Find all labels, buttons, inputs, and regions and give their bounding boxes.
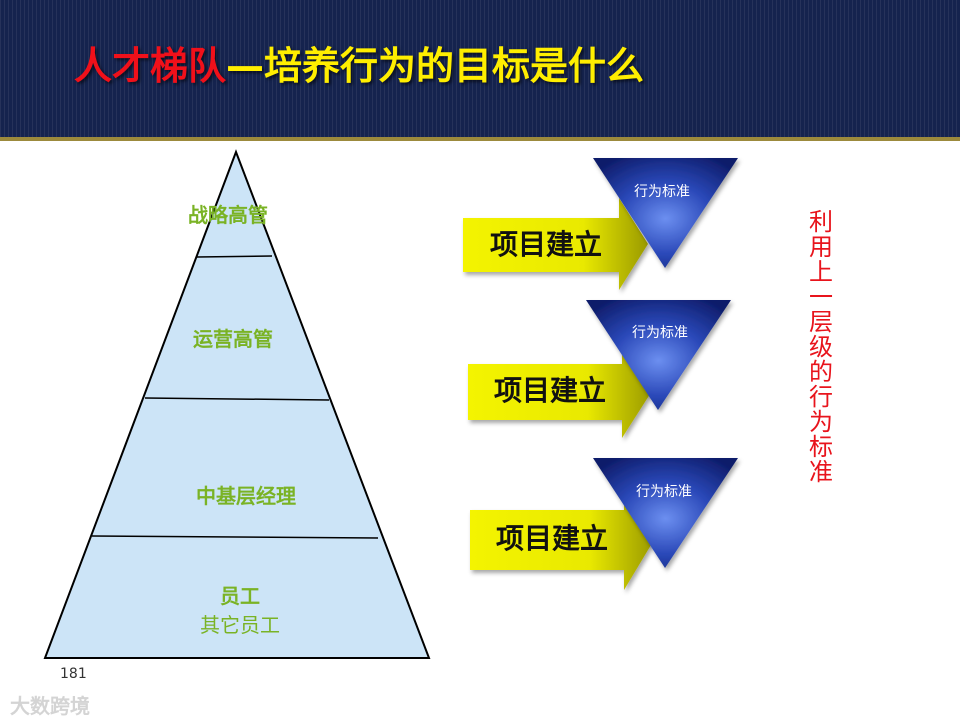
- arrow-label-3: 项目建立: [496, 522, 608, 555]
- layer-staff-title: 员工: [220, 584, 260, 608]
- side-note-char: 的: [809, 358, 833, 386]
- arrow-label-2: 项目建立: [494, 374, 606, 407]
- triangle-label-3: 行为标准: [636, 484, 692, 500]
- pyramid-divider-2: [144, 397, 330, 401]
- side-note-vertical: 利 用 上 一 层 级 的 行 为 标 准: [806, 210, 836, 485]
- triangle-shape-3: [593, 458, 738, 568]
- header-divider: [0, 137, 960, 141]
- layer-label-strategic-exec: 战略高管: [188, 203, 268, 227]
- arrow-shape-1: [463, 198, 648, 290]
- side-note-char: 行: [809, 383, 833, 411]
- layer-staff-subtitle: 其它员工: [200, 613, 280, 637]
- header-banner: [0, 0, 960, 137]
- watermark-logo: 大数跨境: [10, 694, 90, 718]
- layer-label-staff: 员工 其它员工: [200, 580, 280, 638]
- side-note-char: 为: [809, 408, 833, 436]
- arrow-label-1: 项目建立: [490, 228, 602, 261]
- title-part2: —培养行为的目标是什么: [226, 44, 645, 88]
- arrow-shape-2: [468, 344, 652, 438]
- page-number: 181: [60, 666, 87, 682]
- pyramid-divider-1: [196, 255, 273, 258]
- pyramid: [43, 149, 431, 659]
- flow-item-3: [470, 458, 738, 590]
- layer-label-operations-exec: 运营高管: [193, 327, 273, 351]
- layer-label-mid-managers: 中基层经理: [196, 484, 296, 508]
- side-note-char: 标: [809, 433, 833, 461]
- triangle-shape-1: [593, 158, 738, 268]
- flow-item-1: [463, 158, 738, 290]
- side-note-char: 层: [809, 308, 833, 336]
- pyramid-divider-3: [91, 535, 379, 539]
- arrow-shape-3: [470, 490, 654, 590]
- side-note-char: 利: [809, 208, 833, 236]
- side-note-char: 一: [809, 283, 833, 311]
- triangle-shape-2: [586, 300, 731, 410]
- flow-item-2: [468, 300, 731, 438]
- triangle-label-2: 行为标准: [632, 325, 688, 341]
- side-note-char: 上: [809, 258, 833, 286]
- title-part1: 人才梯队: [74, 44, 227, 88]
- side-note-char: 准: [809, 458, 833, 486]
- side-note-char: 用: [809, 233, 833, 261]
- triangle-label-1: 行为标准: [634, 184, 690, 200]
- page-title: 人才梯队—培养行为的目标是什么: [74, 44, 644, 90]
- side-note-char: 级: [809, 333, 833, 361]
